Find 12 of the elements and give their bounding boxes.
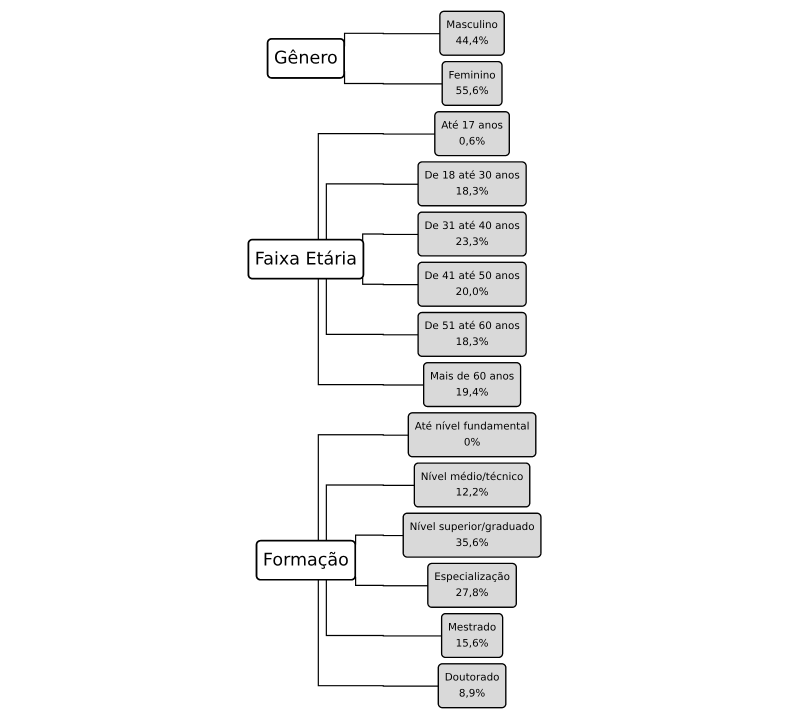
- connector: [326, 183, 419, 240]
- connector: [326, 484, 416, 542]
- connector: [318, 434, 410, 542]
- connector: [318, 580, 440, 687]
- connector: [326, 279, 419, 336]
- connector: [318, 279, 424, 386]
- connector: [318, 133, 436, 240]
- connector: [362, 278, 419, 286]
- connector: [326, 580, 442, 637]
- connector: [355, 534, 404, 545]
- connector: [355, 576, 429, 586]
- connector: [362, 233, 419, 242]
